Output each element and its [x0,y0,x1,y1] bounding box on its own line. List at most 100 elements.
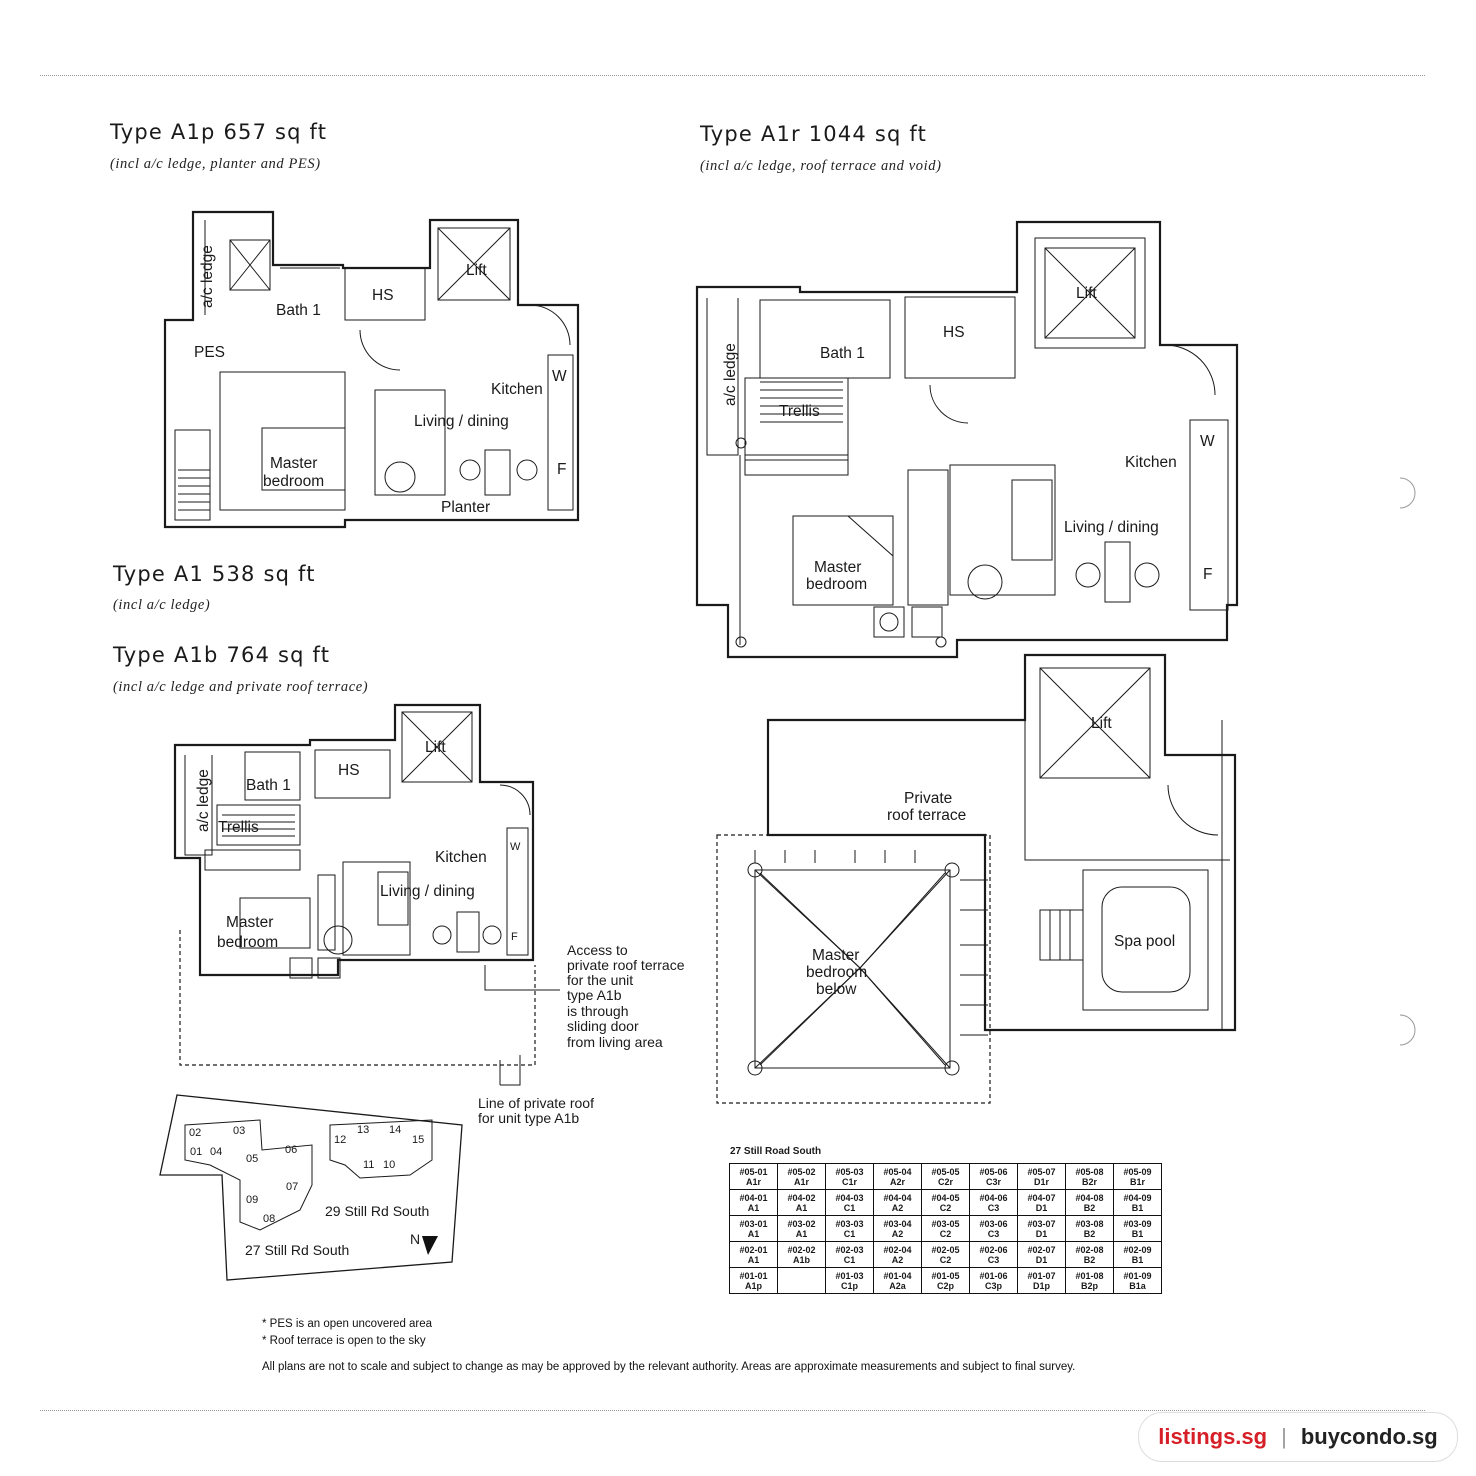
footnote-pes: * PES is an open uncovered area [262,1318,433,1330]
unit-number: #04-01 [739,1192,768,1203]
unit-type: C1 [843,1228,856,1239]
label-private-2: roof terrace [887,807,966,824]
unit-type: C1p [840,1280,858,1291]
label-pes-a1p: PES [194,344,225,361]
unit-number: #04-06 [979,1192,1008,1203]
title-a1p: Type A1p 657 sq ft [110,120,328,144]
unit-type: A1 [747,1228,760,1239]
label-hs-a1b: HS [338,762,360,779]
note-a1: (incl a/c ledge) [113,597,211,613]
unit-number: #05-02 [787,1166,816,1177]
note-a1b: (incl a/c ledge and private roof terrace… [113,679,369,695]
label-lift-a1b: Lift [425,739,446,756]
title-a1b: Type A1b 764 sq ft [113,643,331,667]
label-bath-a1p: Bath 1 [276,302,321,319]
unit-number: #05-01 [739,1166,768,1177]
label-bath-a1r: Bath 1 [820,345,865,362]
label-trellis-a1r: Trellis [779,403,820,420]
unit-type: C2p [936,1280,954,1291]
callout-line: Line of private roof for unit type A1b [478,1095,594,1126]
unit-type: C1 [843,1202,856,1213]
unit-number: #01-08 [1075,1270,1104,1281]
svg-text:07: 07 [286,1181,298,1193]
callout-access: Access to private roof terrace for the u… [567,942,685,1050]
unit-type: B1 [1131,1228,1144,1239]
label-f-a1b: F [511,931,518,943]
unit-type: A2 [891,1254,904,1265]
unit-number: #03-07 [1027,1218,1056,1229]
svg-text:04: 04 [210,1146,222,1158]
unit-number: #02-01 [739,1244,768,1255]
svg-text:for the unit: for the unit [567,972,633,988]
label-living-a1r: Living / dining [1064,519,1159,536]
svg-text:09: 09 [246,1194,258,1206]
unit-type: B2p [1080,1280,1098,1291]
svg-text:sliding door: sliding door [567,1018,639,1034]
svg-text:01: 01 [190,1146,202,1158]
unit-number: #03-02 [787,1218,816,1229]
label-master-a1p: Master [270,455,317,472]
label-living-a1b: Living / dining [380,883,475,900]
label-master-a1r: Master [814,559,861,576]
unit-type: A2 [891,1228,904,1239]
unit-type: A1r [793,1176,809,1187]
brand-buycondo[interactable]: buycondo.sg [1300,1424,1438,1449]
unit-number: #02-09 [1123,1244,1152,1255]
stack-cell [777,1267,826,1294]
svg-text:private roof terrace: private roof terrace [567,957,685,973]
label-lift-roof: Lift [1091,715,1112,732]
unit-number: #03-06 [979,1218,1008,1229]
unit-type: B2r [1081,1176,1097,1187]
binder-hole-icon [1399,1014,1416,1046]
unit-number: #02-02 [787,1244,816,1255]
label-lift-a1r: Lift [1076,285,1097,302]
label-bedroom-a1p: bedroom [263,473,324,490]
plan-a1r: a/c ledge Bath 1 HS Lift Trellis Kitchen… [695,220,1239,659]
brand-listings[interactable]: listings.sg [1158,1424,1268,1449]
unit-number: #04-03 [835,1192,864,1203]
svg-text:14: 14 [389,1124,401,1136]
unit-number: #01-06 [979,1270,1008,1281]
svg-text:is through: is through [567,1003,628,1019]
label-kitchen-a1r: Kitchen [1125,454,1177,471]
svg-text:10: 10 [383,1159,395,1171]
label-bedroom-a1b: bedroom [217,934,278,951]
disclaimer: All plans are not to scale and subject t… [262,1361,1076,1373]
unit-type: D1p [1032,1280,1050,1291]
label-trellis-a1b: Trellis [218,819,259,836]
watermark-badge[interactable]: listings.sg | buycondo.sg [1138,1412,1458,1462]
unit-number: #05-06 [979,1166,1008,1177]
unit-number: #04-02 [787,1192,816,1203]
unit-type: A1 [795,1202,808,1213]
unit-number: #02-05 [931,1244,960,1255]
unit-number: #04-08 [1075,1192,1104,1203]
svg-text:08: 08 [263,1213,275,1225]
unit-number: #01-01 [739,1270,768,1281]
label-ac-ledge-a1b: a/c ledge [195,769,212,832]
unit-type: C3 [987,1228,1000,1239]
unit-number: #05-08 [1075,1166,1104,1177]
